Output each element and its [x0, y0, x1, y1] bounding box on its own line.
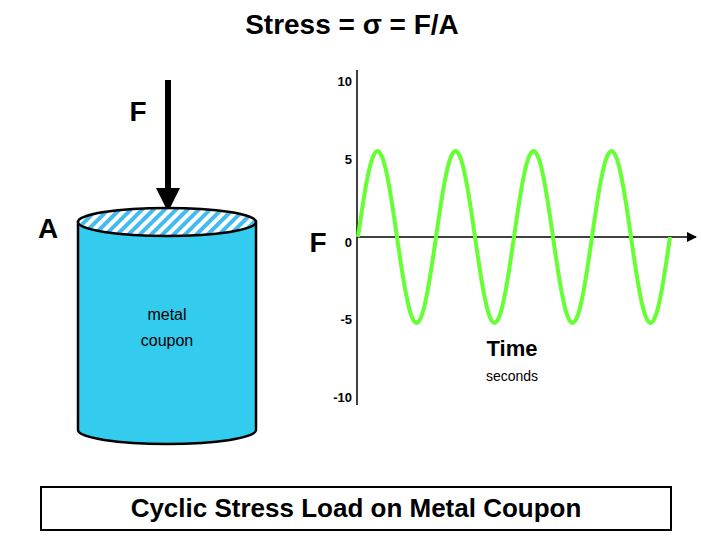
axis-label: F — [309, 228, 326, 259]
cylinder-outline — [76, 205, 258, 447]
area-label: A — [38, 214, 58, 245]
force-arrow — [165, 80, 171, 192]
tick-label: 5 — [345, 153, 352, 167]
node-text-holder: metal coupon — [127, 302, 207, 354]
node-text: metal coupon — [127, 302, 207, 354]
title: Stress = σ = F/A — [245, 10, 459, 41]
cylinder-top-face — [78, 208, 256, 236]
sine-wave — [358, 151, 670, 323]
cylinder-body — [78, 222, 256, 444]
caption: Cyclic Stress Load on Metal Coupon — [131, 493, 582, 524]
tick-label: -10 — [333, 391, 352, 405]
axis-label: Time — [487, 337, 538, 361]
tick-label: 10 — [338, 75, 352, 89]
time-axis — [357, 236, 696, 238]
force-label: F — [129, 97, 146, 128]
coupon-cylinder: metal coupon — [76, 205, 258, 447]
axis-unit: seconds — [486, 369, 538, 384]
caption-box: Cyclic Stress Load on Metal Coupon — [40, 486, 672, 531]
tick-label: 0 — [345, 236, 352, 250]
tick-label: -5 — [340, 313, 352, 327]
